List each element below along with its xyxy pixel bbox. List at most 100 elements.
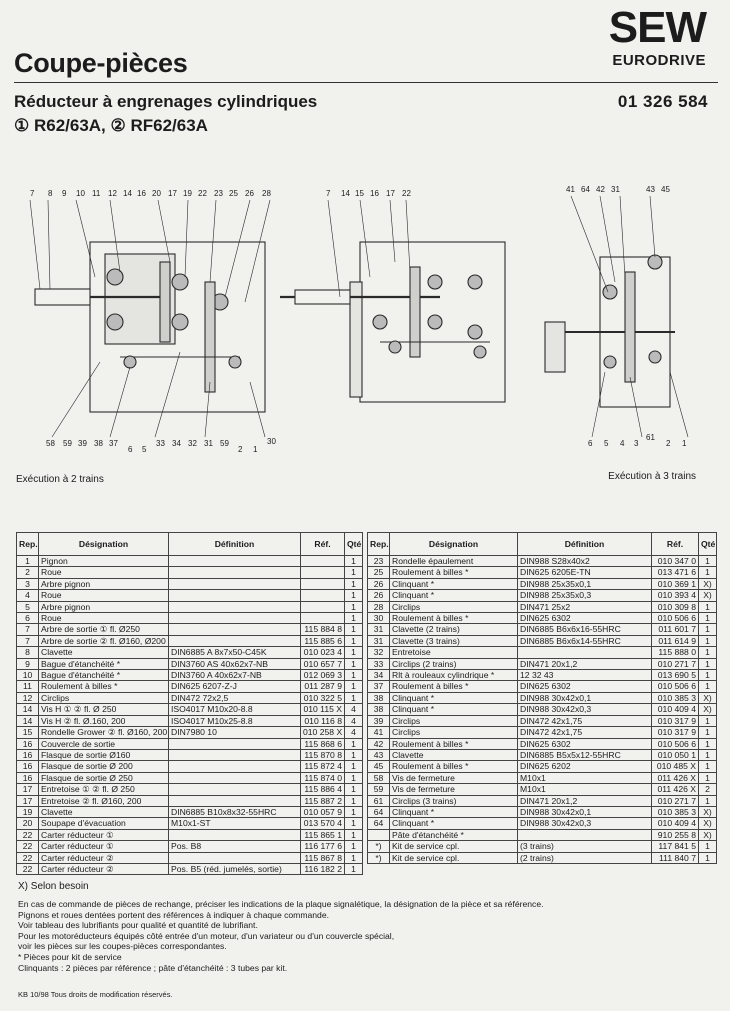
- cell-qty: 1: [698, 554, 717, 568]
- cell-definition: DIN988 25x35x0,1: [517, 577, 652, 591]
- cell-qty: X): [698, 589, 717, 602]
- part-label: 59: [63, 439, 72, 448]
- cell-designation: Clavette: [38, 805, 169, 819]
- cell-rep: 2: [16, 566, 39, 579]
- cell-definition: DIN471 20x1,2: [517, 794, 652, 807]
- cell-rep: 17: [16, 794, 39, 807]
- cell-qty: 1: [344, 828, 363, 842]
- cell-designation: Flasque de sortie Ø160: [38, 748, 169, 762]
- col-qty: Qté: [344, 532, 363, 556]
- part-label: 26: [245, 189, 254, 198]
- part-label: 16: [370, 189, 379, 198]
- cell-qty: 1: [698, 634, 717, 648]
- cell-rep: 38: [367, 703, 390, 716]
- cell-qty: 1: [698, 726, 717, 739]
- cell-definition: [168, 634, 301, 648]
- part-label: 11: [92, 189, 101, 198]
- cell-ref: 115 865 1: [300, 828, 345, 842]
- cell-designation: Circlips: [38, 691, 169, 705]
- cell-ref: 011 426 X: [651, 771, 699, 785]
- cell-designation: Kit de service cpl.: [389, 851, 518, 864]
- cell-qty: X): [698, 817, 717, 830]
- cell-rep: 23: [367, 554, 390, 568]
- cell-designation: Vis H ② fl. Ø.160, 200: [38, 714, 169, 728]
- part-label: 28: [262, 189, 271, 198]
- cell-rep: 58: [367, 771, 390, 785]
- cell-qty: 1: [344, 840, 363, 853]
- cell-designation: Roulement à billes *: [389, 566, 518, 579]
- cell-designation: Arbre pignon: [38, 600, 169, 614]
- cell-definition: 12 32 43: [517, 669, 652, 682]
- cell-qty: 1: [698, 840, 717, 853]
- cell-qty: X): [698, 691, 717, 705]
- col-definition: Définition: [168, 532, 301, 556]
- cell-qty: 1: [344, 805, 363, 819]
- cell-ref: 010 322 5: [300, 691, 345, 705]
- cell-qty: 1: [698, 737, 717, 750]
- part-label: 9: [62, 189, 67, 198]
- cell-designation: Flasque de sortie Ø 200: [38, 760, 169, 773]
- cell-definition: [168, 623, 301, 636]
- cell-rep: 28: [367, 600, 390, 614]
- cell-ref: 115 868 6: [300, 737, 345, 750]
- cell-rep: 64: [367, 817, 390, 830]
- cell-ref: 115 886 4: [300, 783, 345, 796]
- cell-definition: [168, 737, 301, 750]
- cell-ref: 010 271 7: [651, 794, 699, 807]
- col-definition: Définition: [517, 532, 652, 556]
- cell-designation: Circlips (3 trains): [389, 794, 518, 807]
- cell-qty: X): [698, 703, 717, 716]
- cell-ref: 010 317 9: [651, 726, 699, 739]
- cell-designation: Roue: [38, 566, 169, 579]
- cell-ref: 010 506 6: [651, 737, 699, 750]
- label-2-stage: Exécution à 2 trains: [16, 474, 104, 485]
- part-label: 12: [108, 189, 117, 198]
- cell-rep: 22: [16, 828, 39, 842]
- cell-rep: 16: [16, 737, 39, 750]
- cell-rep: 42: [367, 737, 390, 750]
- cell-qty: 1: [344, 862, 363, 876]
- copyright-note: KB 10/98 Tous droits de modification rés…: [18, 990, 173, 999]
- cell-designation: Roue: [38, 589, 169, 602]
- cell-rep: 11: [16, 680, 39, 693]
- cell-definition: DIN988 30x42x0,3: [517, 817, 652, 830]
- cell-qty: 1: [344, 554, 363, 568]
- cell-qty: 1: [344, 646, 363, 659]
- part-label: 61: [646, 433, 655, 442]
- cell-rep: 8: [16, 646, 39, 659]
- footer-line: Pignons et roues dentées portent des réf…: [18, 909, 330, 920]
- part-label: 42: [596, 185, 605, 194]
- footer-line: * Pièces pour kit de service: [18, 951, 122, 962]
- cell-designation: Clavette (3 trains): [389, 634, 518, 648]
- cell-rep: 7: [16, 634, 39, 648]
- cell-qty: 1: [698, 623, 717, 636]
- cell-rep: 25: [367, 566, 390, 579]
- cell-rep: 22: [16, 862, 39, 876]
- cell-definition: [168, 600, 301, 614]
- cell-ref: 010 317 9: [651, 714, 699, 728]
- cell-definition: [168, 794, 301, 807]
- cell-qty: 1: [344, 589, 363, 602]
- cell-rep: [367, 828, 390, 842]
- cell-ref: 010 409 4: [651, 703, 699, 716]
- cell-rep: 16: [16, 748, 39, 762]
- title-rule: [14, 82, 718, 83]
- cell-definition: DIN472 72x2,5: [168, 691, 301, 705]
- cell-rep: 19: [16, 805, 39, 819]
- cell-definition: DIN625 6207-Z-J: [168, 680, 301, 693]
- cell-ref: 010 657 7: [300, 657, 345, 671]
